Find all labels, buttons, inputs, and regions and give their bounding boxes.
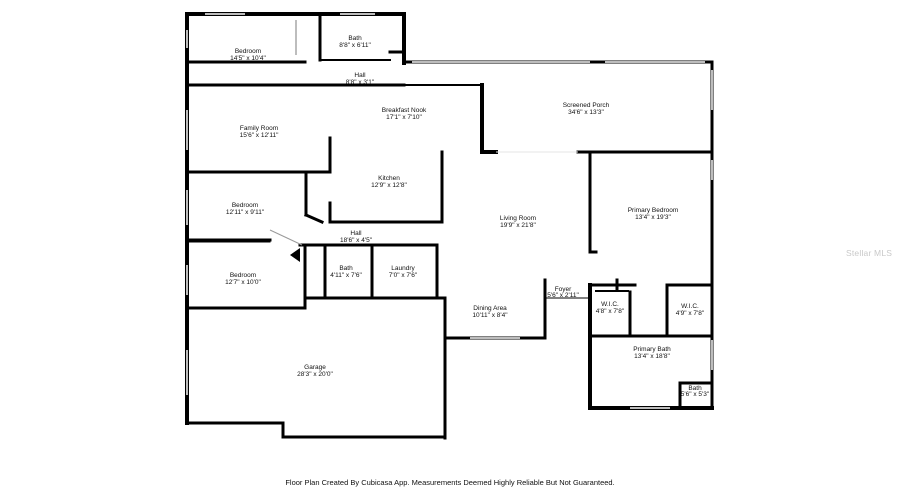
room-name: Bath bbox=[339, 265, 353, 272]
room-name: Foyer bbox=[554, 286, 572, 293]
room-dimensions: 4'8" x 7'8" bbox=[595, 308, 625, 315]
room-dimensions: 10'11" x 8'4" bbox=[472, 312, 508, 319]
room-dimensions: 5'6" x 2'11" bbox=[547, 292, 579, 299]
room-name: Screened Porch bbox=[562, 102, 610, 109]
room-dimensions: 12'9" x 12'8" bbox=[371, 182, 407, 189]
room-dimensions: 19'9" x 21'8" bbox=[500, 222, 536, 229]
room-name: W.I.C. bbox=[681, 303, 699, 310]
room-name: Bath bbox=[348, 35, 362, 42]
room-name: W.I.C. bbox=[601, 301, 619, 308]
watermark: Stellar MLS bbox=[846, 248, 893, 258]
room-dimensions: 8'8" x 3'1" bbox=[345, 79, 375, 86]
room-name: Bedroom bbox=[234, 48, 262, 55]
room-dimensions: 4'11" x 7'6" bbox=[330, 272, 362, 279]
room-dimensions: 13'4" x 19'3" bbox=[635, 214, 671, 221]
footer-disclaimer: Floor Plan Created By Cubicasa App. Meas… bbox=[285, 478, 615, 487]
room-dimensions: 14'5" x 10'4" bbox=[230, 55, 266, 62]
room-dimensions: 8'8" x 6'11" bbox=[339, 42, 371, 49]
room-dimensions: 13'4" x 18'8" bbox=[634, 353, 670, 360]
room-dimensions: 12'11" x 9'11" bbox=[225, 209, 265, 216]
windows bbox=[186, 13, 713, 409]
room-dimensions: 12'7" x 10'0" bbox=[225, 279, 261, 286]
room-dimensions: 15'6" x 12'11" bbox=[239, 132, 279, 139]
room-name: Hall bbox=[354, 72, 366, 79]
room-dimensions: 5'6" x 5'3" bbox=[680, 391, 710, 398]
room-name: Kitchen bbox=[378, 175, 400, 182]
room-name: Garage bbox=[304, 364, 326, 371]
room-name: Laundry bbox=[391, 265, 415, 272]
room-name: Bedroom bbox=[229, 272, 257, 279]
room-name: Primary Bath bbox=[633, 346, 671, 353]
stair-triangle bbox=[290, 248, 300, 262]
room-dimensions: 28'3" x 20'0" bbox=[297, 371, 333, 378]
room-name: Bedroom bbox=[231, 202, 259, 209]
room-dimensions: 7'0" x 7'6" bbox=[388, 272, 418, 279]
room-name: Primary Bedroom bbox=[627, 207, 679, 214]
room-name: Living Room bbox=[499, 215, 537, 222]
room-dimensions: 18'6" x 4'5" bbox=[339, 237, 373, 244]
room-name: Hall bbox=[350, 230, 362, 237]
room-dimensions: 34'6" x 13'3" bbox=[568, 109, 604, 116]
room-name: Breakfast Nook bbox=[381, 107, 427, 114]
wall-details bbox=[269, 151, 629, 292]
room-name: Bath bbox=[688, 385, 702, 392]
room-name: Family Room bbox=[239, 125, 279, 132]
walls bbox=[185, 12, 714, 440]
room-dimensions: 4'9" x 7'8" bbox=[675, 310, 705, 317]
room-dimensions: 17'1" x 7'10" bbox=[386, 114, 422, 121]
room-name: Dining Area bbox=[473, 305, 507, 312]
